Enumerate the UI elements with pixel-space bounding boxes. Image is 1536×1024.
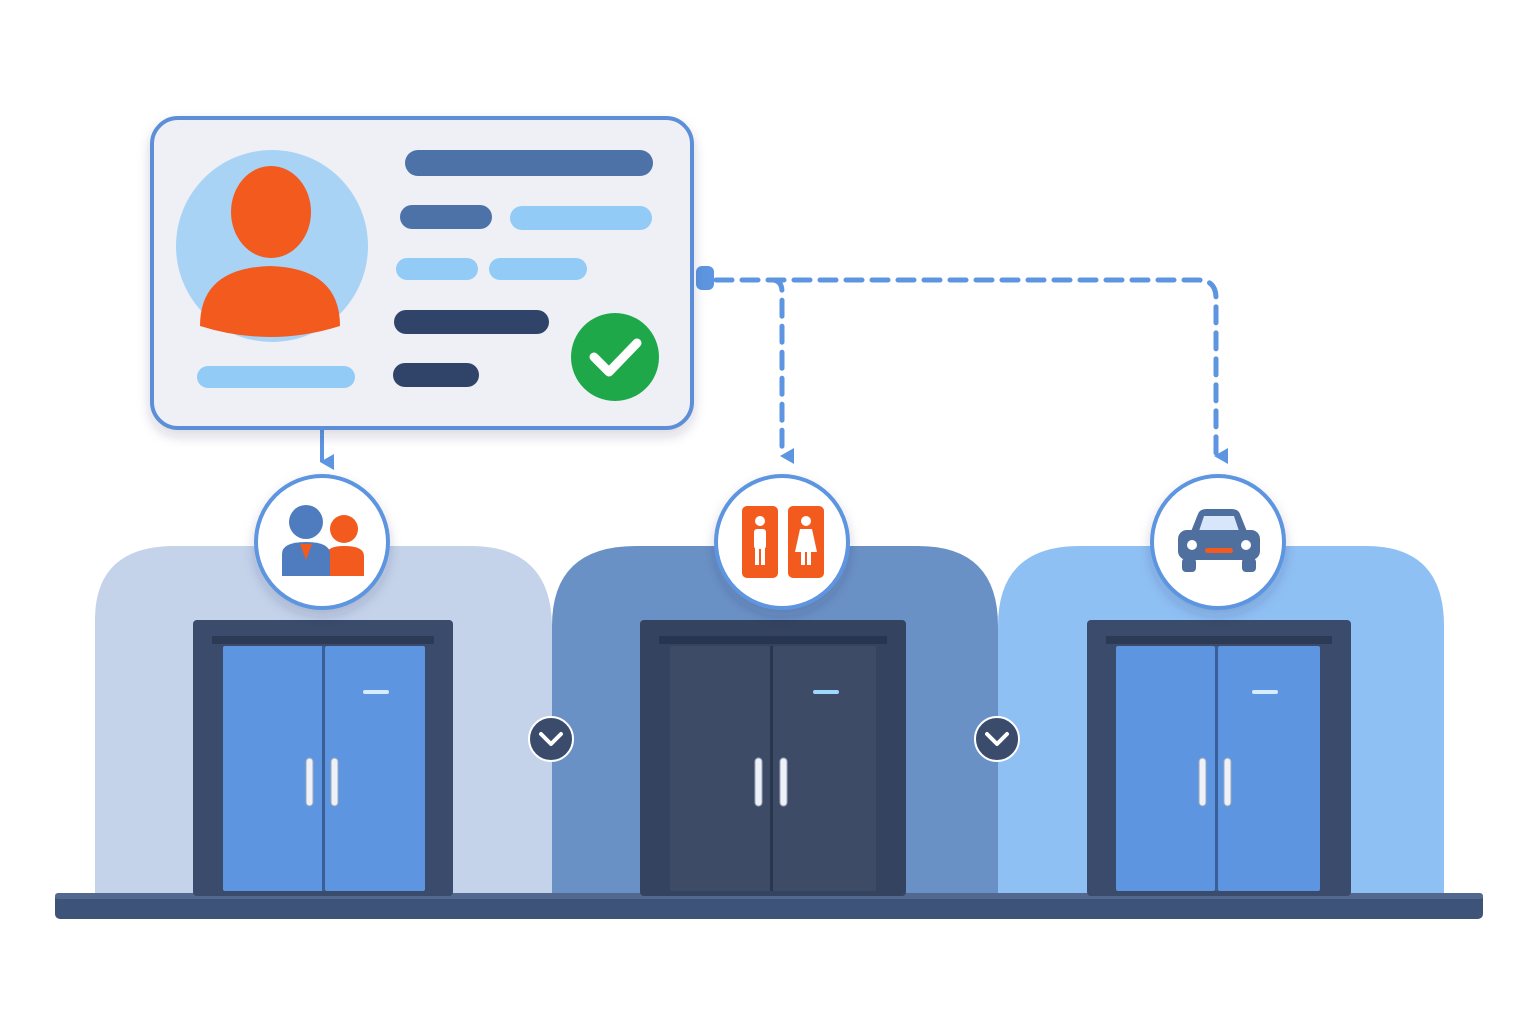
badge-staff[interactable] bbox=[254, 474, 390, 610]
transition-1[interactable] bbox=[528, 716, 574, 762]
door-handle-right[interactable] bbox=[330, 757, 339, 807]
car-icon bbox=[1178, 509, 1260, 572]
checkmark-icon bbox=[571, 313, 659, 401]
user-avatar-icon bbox=[176, 150, 368, 342]
avatar-body bbox=[200, 266, 340, 337]
transition-badge[interactable] bbox=[528, 716, 574, 762]
chevron-down-icon bbox=[985, 732, 1009, 746]
card-line bbox=[400, 205, 492, 229]
badge-restroom[interactable] bbox=[714, 474, 850, 610]
door-leaf-left[interactable] bbox=[223, 646, 324, 891]
door-leaf-right[interactable] bbox=[325, 646, 425, 891]
id-card-content bbox=[176, 150, 659, 401]
access-section-restroom bbox=[552, 546, 998, 896]
door-leaf-right[interactable] bbox=[1218, 646, 1320, 891]
card-line bbox=[197, 366, 355, 388]
door-handle-right[interactable] bbox=[779, 757, 788, 807]
access-section-staff bbox=[95, 546, 552, 896]
door-leaf-left[interactable] bbox=[1116, 646, 1215, 891]
card-line bbox=[510, 206, 652, 230]
avatar-head bbox=[231, 166, 311, 258]
connector-port bbox=[696, 266, 714, 290]
card-line bbox=[394, 310, 549, 334]
door-indicator-light bbox=[1252, 690, 1278, 694]
door-handle-left[interactable] bbox=[754, 757, 763, 807]
people-icon bbox=[282, 505, 364, 576]
door-leaf-right[interactable] bbox=[773, 646, 876, 891]
door-leaf-left[interactable] bbox=[670, 646, 771, 891]
badge-parking[interactable] bbox=[1150, 474, 1286, 610]
floor-slab bbox=[55, 893, 1483, 919]
badge-circle[interactable] bbox=[254, 474, 390, 610]
door-handle-left[interactable] bbox=[1198, 757, 1207, 807]
door-indicator-light bbox=[813, 690, 839, 694]
access-section-parking bbox=[998, 546, 1444, 896]
door-indicator-light bbox=[363, 690, 389, 694]
card-line bbox=[396, 258, 478, 280]
transition-2[interactable] bbox=[974, 716, 1020, 762]
chevron-down-icon bbox=[539, 732, 563, 746]
connectors bbox=[320, 266, 1228, 470]
card-line bbox=[489, 258, 587, 280]
card-line-title bbox=[405, 150, 653, 176]
door-handle-right[interactable] bbox=[1223, 757, 1232, 807]
floor bbox=[55, 893, 1483, 919]
connector-restroom bbox=[769, 277, 794, 464]
door-handle-left[interactable] bbox=[305, 757, 314, 807]
badge-circle[interactable] bbox=[714, 474, 850, 610]
connector-parking bbox=[713, 277, 1228, 464]
card-line bbox=[393, 363, 479, 387]
check-badge bbox=[571, 313, 659, 401]
transition-badge[interactable] bbox=[974, 716, 1020, 762]
restroom-icon bbox=[742, 506, 824, 578]
